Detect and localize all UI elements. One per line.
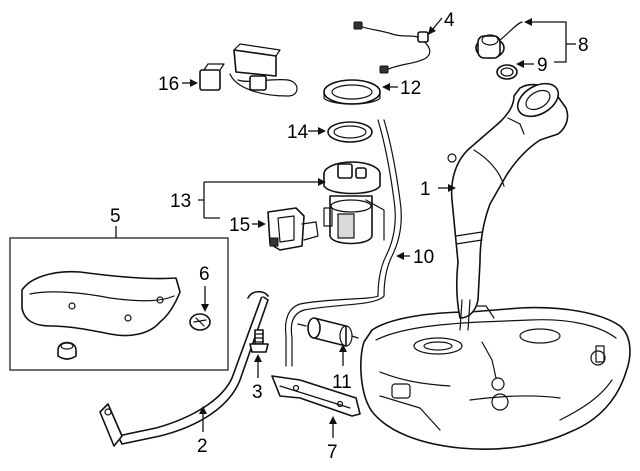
callout-15-label: 15	[229, 215, 250, 236]
callout-7: 7	[327, 416, 338, 463]
callout-16: 16	[158, 74, 198, 95]
callout-5-label: 5	[110, 206, 121, 227]
callout-3: 3	[252, 354, 263, 403]
callout-4: 4	[428, 10, 455, 35]
vent-line	[284, 119, 402, 367]
callout-11-label: 11	[332, 372, 352, 393]
callout-11: 11	[332, 344, 352, 393]
callout-10: 10	[396, 247, 434, 268]
fuel-cap	[475, 21, 523, 59]
heat-shield	[271, 375, 361, 417]
fuel-tank	[360, 305, 631, 451]
callout-9: 9	[516, 55, 548, 76]
callout-12-label: 12	[400, 78, 421, 99]
callout-10-label: 10	[413, 247, 434, 268]
callout-2: 2	[197, 406, 208, 457]
callout-14: 14	[287, 122, 326, 143]
fuel-pump-module	[323, 161, 385, 245]
callout-4-label: 4	[444, 10, 455, 31]
cap-seal-ring	[496, 64, 518, 80]
callout-5: 5	[110, 206, 121, 238]
callout-1-label: 1	[420, 179, 431, 200]
callout-9-label: 9	[537, 55, 548, 76]
relay-connector	[199, 43, 298, 97]
lock-ring	[323, 79, 381, 105]
callout-15: 15	[229, 215, 266, 236]
callout-2-label: 2	[197, 436, 208, 457]
callout-6-label: 6	[199, 264, 210, 285]
callout-8-label: 8	[578, 35, 589, 56]
wiring-harness	[353, 21, 431, 74]
callout-14-label: 14	[287, 122, 309, 143]
fuel-filter	[297, 317, 359, 347]
strap-bolt	[249, 329, 269, 353]
pump-gasket	[327, 121, 373, 143]
detail-box	[9, 237, 229, 371]
callout-3-label: 3	[252, 382, 263, 403]
callout-1: 1	[420, 179, 456, 200]
callout-13-label: 13	[170, 191, 191, 212]
callout-12: 12	[382, 78, 421, 99]
filler-neck	[447, 82, 569, 331]
callout-8: 8	[524, 18, 589, 63]
tank-strap	[99, 290, 269, 447]
callout-7-label: 7	[327, 442, 338, 463]
callout-13: 13	[170, 178, 326, 219]
callout-6: 6	[199, 264, 210, 312]
callout-16-label: 16	[158, 74, 179, 95]
fuel-level-sensor	[267, 207, 319, 251]
